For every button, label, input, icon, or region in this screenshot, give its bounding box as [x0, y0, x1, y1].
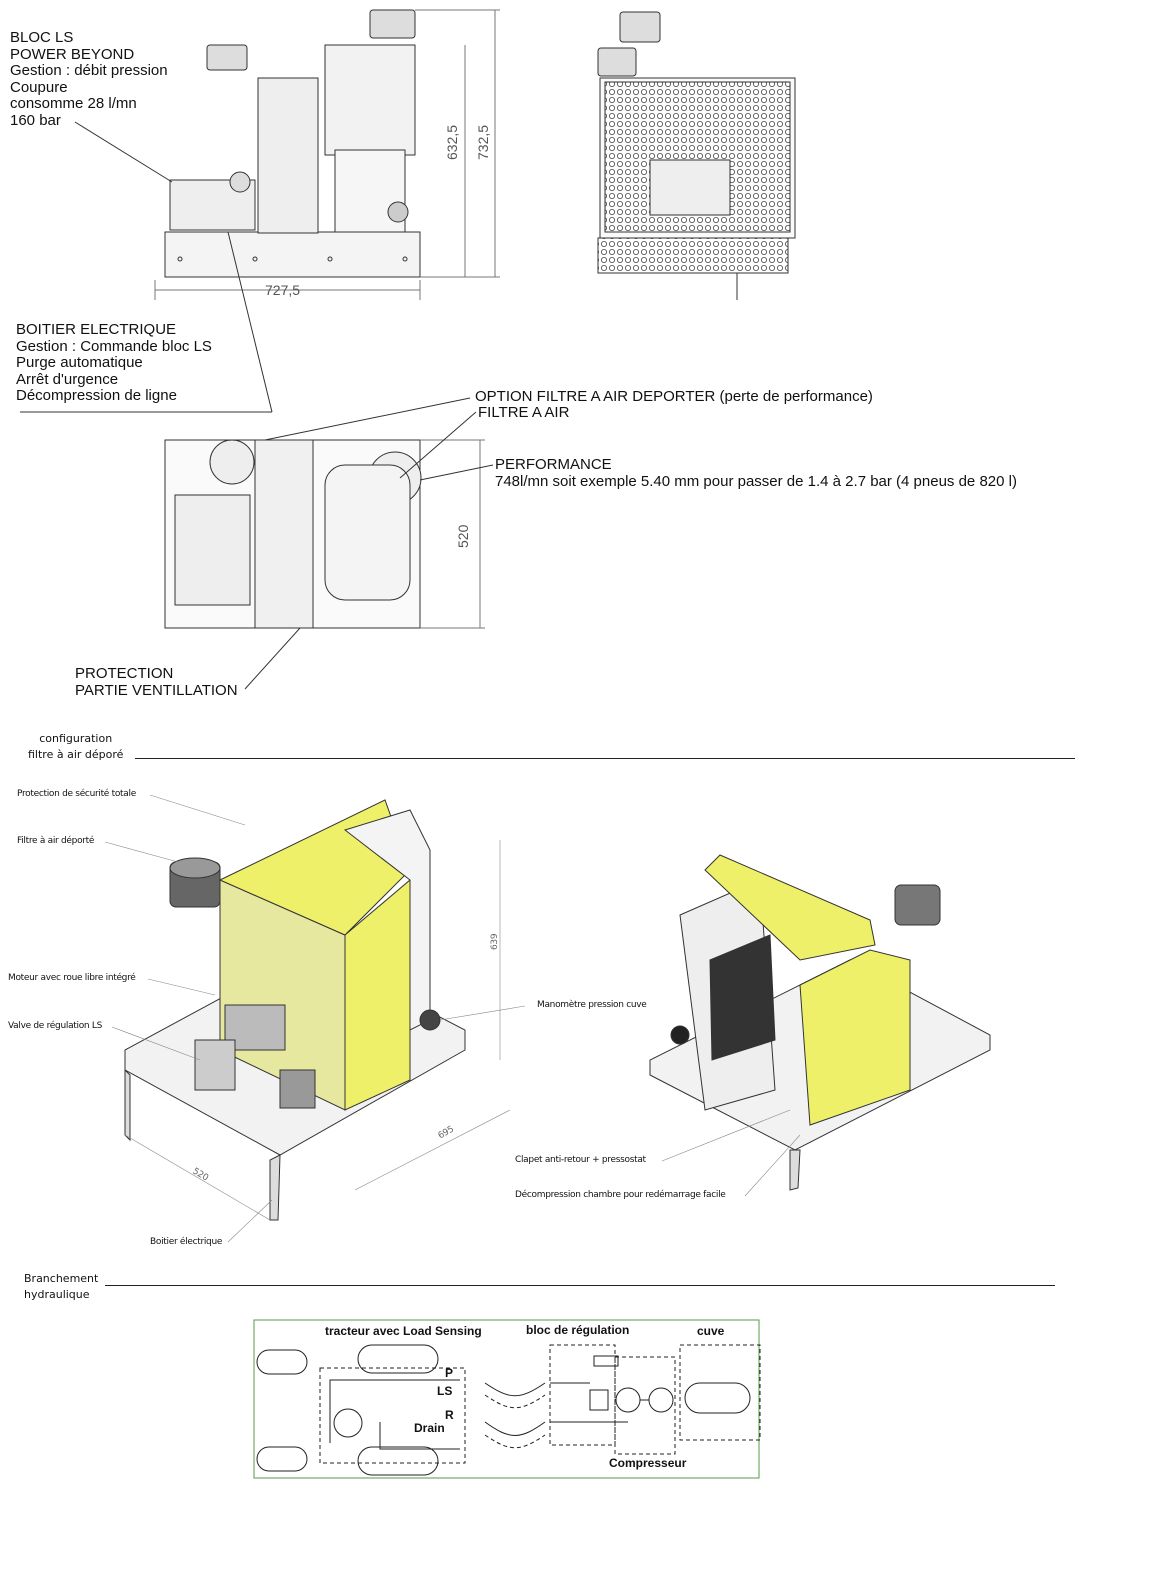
- section-title-line: filtre à air déporé: [28, 748, 124, 761]
- hydraulic-schematic: [253, 1319, 761, 1479]
- label-valve: Valve de régulation LS: [8, 1021, 103, 1031]
- label-decompression: Décompression chambre pour redémarrage f…: [515, 1190, 726, 1200]
- bloc-ls-callout: BLOC LS POWER BEYOND Gestion : débit pre…: [10, 29, 168, 129]
- boitier-line: Gestion : Commande bloc LS: [16, 337, 212, 355]
- bloc-ls-line: BLOC LS: [10, 29, 74, 46]
- port-ls: LS: [437, 1384, 453, 1398]
- dim-width-520: 520: [455, 524, 471, 548]
- section-title-hydraulic: Branchement hydraulique: [24, 1271, 98, 1303]
- hyd-header-cuve: cuve: [697, 1324, 725, 1338]
- label-boitier: Boitier électrique: [150, 1237, 223, 1247]
- label-protection: Protection de sécurité totale: [17, 789, 136, 799]
- protection-line: PROTECTION: [75, 665, 174, 682]
- label-moteur: Moteur avec roue libre intégré: [8, 973, 136, 983]
- dim-height-632: 632,5: [444, 124, 460, 160]
- boitier-callout: BOITIER ELECTRIQUE Gestion : Commande bl…: [16, 321, 212, 405]
- protection-callout: PROTECTION PARTIE VENTILLATION: [75, 665, 238, 699]
- section-title-line: Branchement: [24, 1272, 99, 1285]
- label-manometre: Manomètre pression cuve: [537, 1000, 647, 1010]
- section-title-line: hydraulique: [24, 1288, 90, 1301]
- hyd-header-bloc: bloc de régulation: [526, 1323, 630, 1337]
- section-title-config: configuration filtre à air déporé: [28, 731, 123, 763]
- bloc-ls-line: consomme 28 l/mn: [10, 95, 137, 112]
- dim-height-732: 732,5: [475, 124, 491, 160]
- dim-length-727: 727,5: [265, 282, 301, 298]
- section-divider: [105, 1285, 1055, 1286]
- boitier-line: Décompression de ligne: [16, 387, 177, 404]
- bloc-ls-line: 160 bar: [10, 111, 61, 129]
- label-clapet: Clapet anti-retour + pressostat: [515, 1155, 646, 1165]
- performance-title: PERFORMANCE: [495, 456, 612, 473]
- iso-right-drawing: [649, 854, 991, 1197]
- port-r: R: [445, 1408, 454, 1422]
- section-title-line: configuration: [39, 732, 113, 745]
- filtre-callout: FILTRE A AIR: [478, 404, 570, 421]
- iso-left-drawing: [104, 794, 526, 1243]
- hyd-header-compresseur: Compresseur: [609, 1456, 687, 1470]
- performance-detail: 748l/mn soit exemple 5.40 mm pour passer…: [495, 472, 1017, 490]
- iso-dim-height: 639: [490, 933, 500, 950]
- hyd-header-tracteur: tracteur avec Load Sensing: [325, 1324, 482, 1338]
- boitier-line: Purge automatique: [16, 354, 143, 371]
- option-filtre-callout: OPTION FILTRE A AIR DEPORTER (perte de p…: [475, 388, 873, 405]
- boitier-line: BOITIER ELECTRIQUE: [16, 321, 177, 338]
- port-drain: Drain: [414, 1421, 445, 1435]
- front-view-drawing: [597, 11, 796, 300]
- bloc-ls-line: POWER BEYOND: [10, 45, 135, 63]
- label-filtre: Filtre à air déporté: [17, 836, 95, 846]
- port-p: P: [445, 1366, 454, 1380]
- top-view-drawing: [164, 397, 494, 690]
- bloc-ls-line: Gestion : débit pression: [10, 62, 168, 79]
- side-view-drawing: [20, 9, 500, 413]
- protection-line: PARTIE VENTILLATION: [75, 681, 238, 699]
- section-divider: [135, 758, 1075, 759]
- boitier-line: Arrêt d'urgence: [16, 370, 119, 388]
- performance-callout: PERFORMANCE 748l/mn soit exemple 5.40 mm…: [495, 456, 1017, 490]
- bloc-ls-line: Coupure: [10, 78, 68, 96]
